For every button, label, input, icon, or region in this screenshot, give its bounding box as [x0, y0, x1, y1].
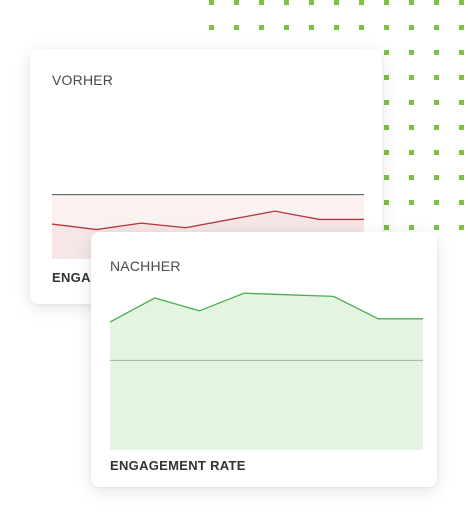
dot [259, 25, 264, 30]
dot [384, 25, 389, 30]
dot [409, 125, 414, 130]
after-card: NACHHER ENGAGEMENT RATE [91, 232, 437, 487]
dot [459, 225, 464, 230]
dot [334, 0, 339, 5]
after-card-footer: ENGAGEMENT RATE [110, 458, 246, 473]
dot [384, 125, 389, 130]
before-card-title: VORHER [52, 72, 114, 88]
after-area-fill [110, 293, 423, 450]
dot [459, 200, 464, 205]
before-series-line [52, 210, 364, 231]
dot [384, 200, 389, 205]
dot [259, 0, 264, 5]
dot [459, 0, 464, 5]
dot [284, 0, 289, 5]
dot [434, 125, 439, 130]
dot [409, 50, 414, 55]
after-area-chart [110, 292, 423, 450]
dot [459, 175, 464, 180]
dot [459, 50, 464, 55]
dot [384, 75, 389, 80]
dot [459, 25, 464, 30]
dot [384, 100, 389, 105]
dot [309, 25, 314, 30]
dot [359, 0, 364, 5]
dot [384, 225, 389, 230]
dot [409, 150, 414, 155]
dot [434, 225, 439, 230]
dot [459, 100, 464, 105]
dot [234, 25, 239, 30]
dot [459, 75, 464, 80]
dot [409, 0, 414, 5]
dot [434, 0, 439, 5]
dot [409, 75, 414, 80]
dot [209, 25, 214, 30]
dot [459, 125, 464, 130]
dot [434, 25, 439, 30]
dot [434, 200, 439, 205]
dot [384, 0, 389, 5]
dot [359, 25, 364, 30]
dot [234, 0, 239, 5]
dot [209, 0, 214, 5]
dot [434, 50, 439, 55]
after-series-line [110, 292, 423, 323]
dot [409, 100, 414, 105]
dot [334, 25, 339, 30]
dot [284, 25, 289, 30]
dot [434, 100, 439, 105]
dot [409, 175, 414, 180]
dot [384, 50, 389, 55]
dot [434, 175, 439, 180]
dot [409, 225, 414, 230]
dot [459, 150, 464, 155]
dot [434, 75, 439, 80]
dot [309, 0, 314, 5]
dot [409, 200, 414, 205]
dot [384, 175, 389, 180]
dot [434, 150, 439, 155]
dot [384, 150, 389, 155]
after-card-title: NACHHER [110, 258, 181, 274]
dot [409, 25, 414, 30]
